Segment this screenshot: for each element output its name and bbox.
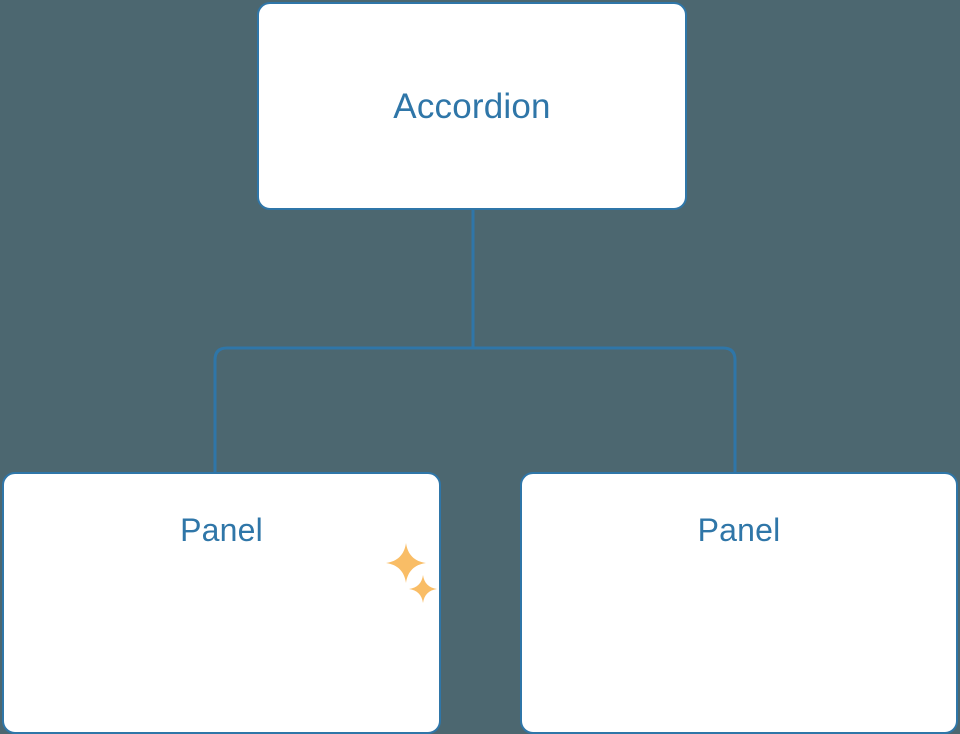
- node-accordion-title: Accordion: [393, 86, 551, 126]
- sparkle-icon: [386, 543, 426, 583]
- node-accordion[interactable]: Accordion: [257, 2, 687, 210]
- node-panel-right-title: Panel: [697, 512, 781, 548]
- connector-branch-right: [473, 346, 737, 472]
- sparkle-icon: [409, 575, 437, 603]
- node-panel-right[interactable]: Panel: [520, 472, 958, 734]
- node-panel-left[interactable]: Panel: [2, 472, 441, 734]
- connector-branch-left: [213, 346, 473, 472]
- node-panel-left-title: Panel: [180, 512, 263, 548]
